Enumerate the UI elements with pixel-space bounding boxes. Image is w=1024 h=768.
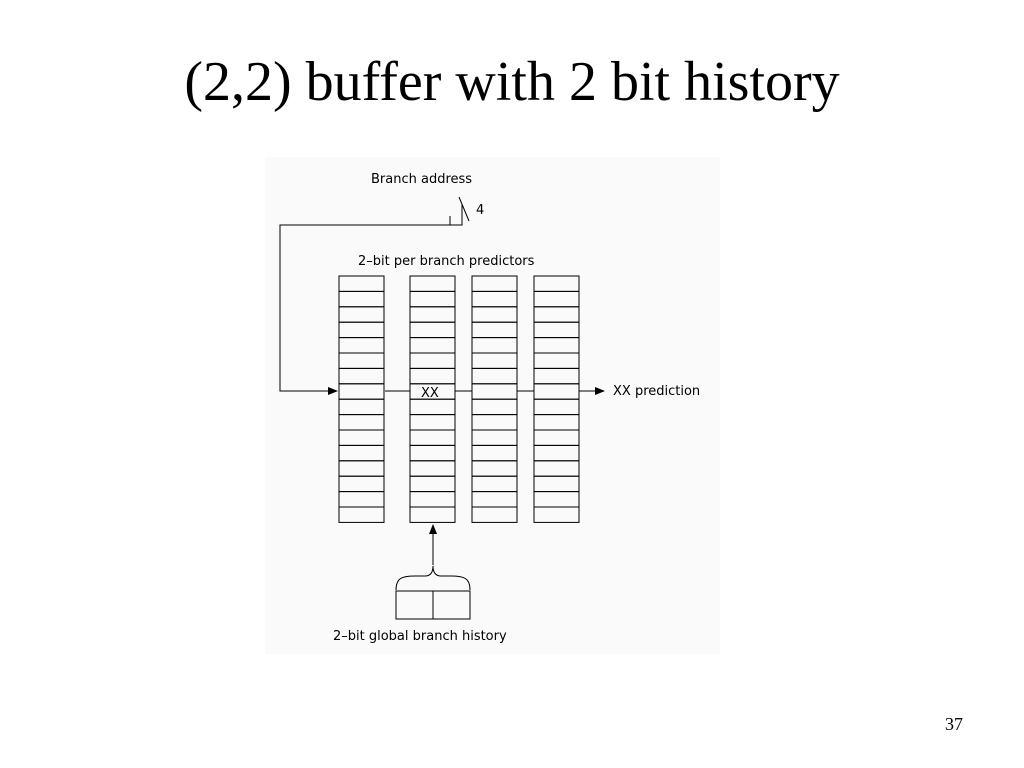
predictor-entry	[338, 367, 385, 385]
predictor-entry	[409, 414, 456, 431]
predictor-entry	[338, 475, 385, 493]
predictor-entry	[533, 414, 580, 431]
predictor-entry	[533, 444, 580, 462]
page-number: 37	[945, 714, 963, 734]
predictor-entry	[338, 414, 385, 431]
branch-address-label: Branch address	[371, 172, 472, 187]
predictor-entry	[533, 321, 580, 339]
predictor-entry	[409, 337, 456, 354]
predictor-entry	[409, 352, 456, 369]
history-brace	[395, 565, 471, 591]
predictor-table	[471, 275, 518, 523]
address-bits-label: 4	[476, 203, 484, 218]
predictor-entry	[338, 429, 385, 446]
predictor-entry	[409, 275, 456, 292]
predictors-label: 2–bit per branch predictors	[358, 254, 535, 269]
predictor-entry	[338, 444, 385, 462]
selected-entry-label: XX	[421, 386, 439, 401]
predictor-entry	[533, 383, 580, 400]
predictor-tables	[338, 275, 580, 523]
predictor-entry	[471, 506, 518, 523]
predictor-entry	[471, 306, 518, 323]
predictor-entry	[471, 367, 518, 385]
predictor-entry	[409, 444, 456, 462]
predictor-entry	[409, 321, 456, 339]
predictor-entry	[471, 460, 518, 477]
predictor-entry	[533, 491, 580, 508]
predictor-entry	[409, 398, 456, 416]
predictor-entry	[471, 491, 518, 508]
predictor-entry	[338, 306, 385, 323]
predictor-entry	[471, 337, 518, 354]
predictor-entry	[533, 290, 580, 308]
predictor-entry	[338, 398, 385, 416]
predictor-entry	[338, 275, 385, 292]
predictor-entry	[338, 491, 385, 508]
predictor-entry	[471, 444, 518, 462]
prediction-label: XX prediction	[613, 384, 700, 399]
history-bit	[395, 590, 434, 620]
predictor-entry	[338, 290, 385, 308]
figure-panel: Branch address 4 2–bit per branch predic…	[265, 157, 720, 654]
predictor-entry	[471, 352, 518, 369]
address-bus-slash	[458, 196, 470, 222]
predictor-entry	[471, 275, 518, 292]
predictor-table	[409, 275, 456, 523]
predictor-table	[533, 275, 580, 523]
predictor-entry	[409, 367, 456, 385]
predictor-entry	[533, 429, 580, 446]
address-path-arrow	[279, 205, 463, 395]
predictor-entry	[409, 506, 456, 523]
predictor-entry	[533, 460, 580, 477]
predictor-entry	[471, 321, 518, 339]
predictor-entry	[533, 352, 580, 369]
branch-predictor-diagram: Branch address 4 2–bit per branch predic…	[279, 172, 700, 644]
predictor-entry	[338, 321, 385, 339]
predictor-entry	[471, 383, 518, 400]
predictor-table	[338, 275, 385, 523]
predictor-entry	[471, 429, 518, 446]
predictor-entry	[338, 383, 385, 400]
predictor-entry	[533, 275, 580, 292]
predictor-entry	[338, 352, 385, 369]
predictor-entry	[533, 398, 580, 416]
predictor-entry	[409, 491, 456, 508]
predictor-entry	[409, 475, 456, 493]
history-bit	[432, 590, 471, 620]
history-register	[395, 590, 471, 620]
predictor-entry	[471, 398, 518, 416]
predictor-entry	[533, 306, 580, 323]
predictor-entry	[338, 460, 385, 477]
history-label: 2–bit global branch history	[333, 629, 507, 644]
predictor-entry	[409, 306, 456, 323]
predictor-entry	[409, 429, 456, 446]
predictor-entry	[338, 337, 385, 354]
predictor-entry	[533, 367, 580, 385]
predictor-entry	[533, 475, 580, 493]
predictor-entry	[471, 414, 518, 431]
predictor-entry	[471, 290, 518, 308]
predictor-entry	[471, 475, 518, 493]
predictor-entry	[338, 506, 385, 523]
slide-title: (2,2) buffer with 2 bit history	[184, 51, 840, 113]
predictor-entry	[533, 506, 580, 523]
predictor-entry	[409, 290, 456, 308]
predictor-entry	[409, 460, 456, 477]
predictor-entry	[533, 337, 580, 354]
